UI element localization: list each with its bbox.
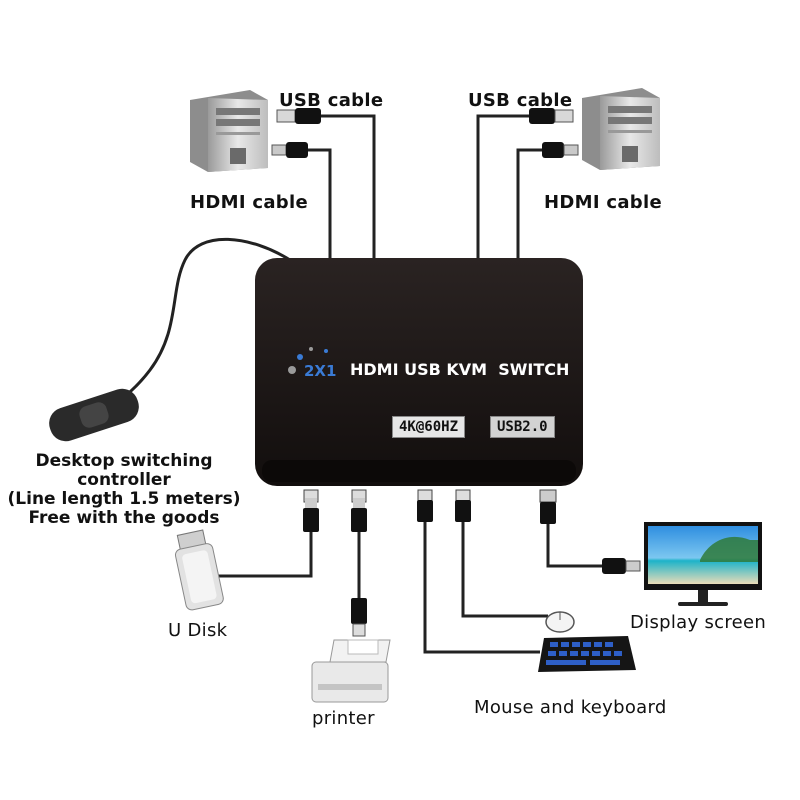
display-screen-icon <box>644 522 762 606</box>
controller-label-line1: Desktop switching <box>35 451 213 471</box>
usb-cable-right <box>476 114 530 262</box>
keyboard-cable <box>423 522 540 654</box>
mouse-cable <box>461 522 548 618</box>
controller-switch-icon <box>49 388 139 442</box>
hdmi-plug-right-icon <box>542 142 579 158</box>
hdmi-cable-left-label: HDMI cable <box>190 192 308 213</box>
bottom-port-3 <box>417 489 433 522</box>
hdmi-cable-left <box>306 148 332 262</box>
controller-cable <box>109 237 291 410</box>
controller-label-line2: controller <box>77 470 171 490</box>
usb-cable-left <box>320 114 376 262</box>
display-cable <box>546 524 604 568</box>
controller-label: Desktop switching controller (Line lengt… <box>0 452 248 528</box>
mouse-icon <box>545 611 575 633</box>
computer-left-icon <box>190 90 268 172</box>
display-plug-icon <box>602 558 641 574</box>
display-screen-label: Display screen <box>630 612 767 633</box>
bottom-port-4 <box>455 489 471 522</box>
bottom-port-1 <box>303 489 319 532</box>
logo-dots-icon <box>288 347 328 374</box>
hdmi-cable-right-label: HDMI cable <box>544 192 662 213</box>
logo-text: 2X1 <box>304 362 337 380</box>
usb-version-badge: USB2.0 <box>490 416 555 438</box>
bottom-port-hdmi <box>539 489 557 524</box>
device-title: HDMI USB KVM SWITCH <box>350 360 570 379</box>
printer-plug-icon <box>351 598 367 637</box>
usb-cable-left-label: USB cable <box>279 90 384 111</box>
usb-cable-right-label: USB cable <box>468 90 573 111</box>
usb-plug-right-icon <box>529 108 574 124</box>
bottom-port-2 <box>351 489 367 532</box>
controller-label-line4: Free with the goods <box>28 508 220 528</box>
hdmi-plug-left-icon <box>271 142 308 158</box>
udisk-cable <box>212 532 313 578</box>
u-disk-label: U Disk <box>168 620 228 641</box>
controller-label-line3: (Line length 1.5 meters) <box>7 489 241 509</box>
printer-icon <box>311 639 391 703</box>
printer-label: printer <box>312 708 375 729</box>
keyboard-icon <box>538 636 636 672</box>
u-disk-icon <box>174 529 224 611</box>
computer-right-icon <box>582 88 660 170</box>
usb-plug-left-icon <box>276 108 321 124</box>
hdmi-cable-right <box>516 148 544 262</box>
mouse-keyboard-label: Mouse and keyboard <box>474 697 667 718</box>
resolution-badge: 4K@60HZ <box>392 416 466 438</box>
